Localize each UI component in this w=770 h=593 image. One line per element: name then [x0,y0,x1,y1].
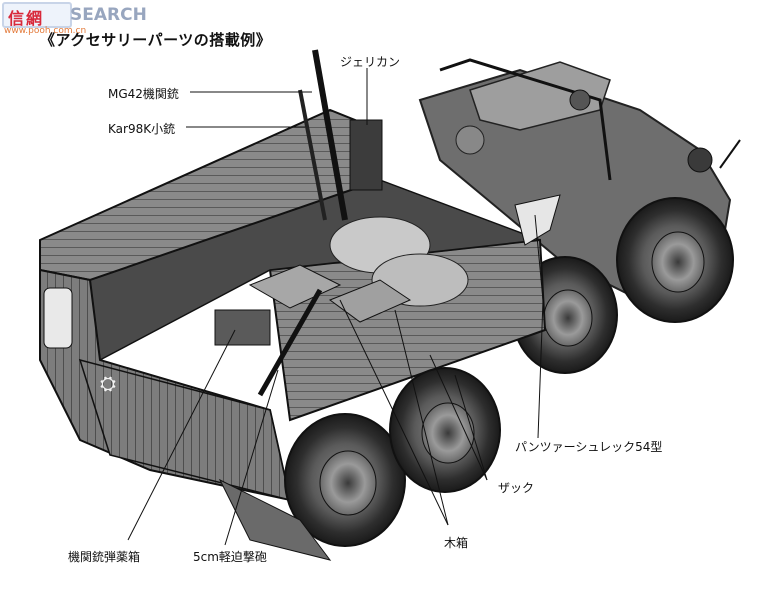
page-heading: 《アクセサリーパーツの搭載例》 [40,31,272,49]
watermark-search-text: SEARCH [70,5,147,25]
label-kar98k: Kar98K小銃 [108,122,176,136]
label-sack: ザック [498,481,535,495]
leader-lines [127,68,544,546]
watermark-logo: 信網 [2,2,72,28]
watermark-url: www.pooh.com.cn [4,26,87,36]
kar98k [298,89,327,221]
wooden-box-2 [328,279,412,323]
label-ammo-box: 機関銃弾薬箱 [68,550,141,564]
mg42 [312,49,348,221]
ammo-box [214,309,271,346]
watermark-logo-text: 信網 [8,9,45,28]
rear-wheel-left [284,413,406,547]
label-wooden-box: 木箱 [444,536,469,550]
mortar [257,288,323,397]
license-plate [43,287,73,349]
label-panzerschreck: パンツァーシュレック54型 [515,440,663,454]
panzerschreck [514,194,561,246]
jerrycan [349,119,383,191]
front-wheel [616,197,734,323]
tailgate-marking: ⛭ [100,371,116,395]
wooden-box-1 [248,264,342,309]
rear-chassis [218,478,332,561]
label-mg42: MG42機関銃 [108,87,179,101]
label-jerrycan: ジェリカン [340,55,401,69]
label-mortar: 5cm軽迫撃砲 [193,550,267,564]
